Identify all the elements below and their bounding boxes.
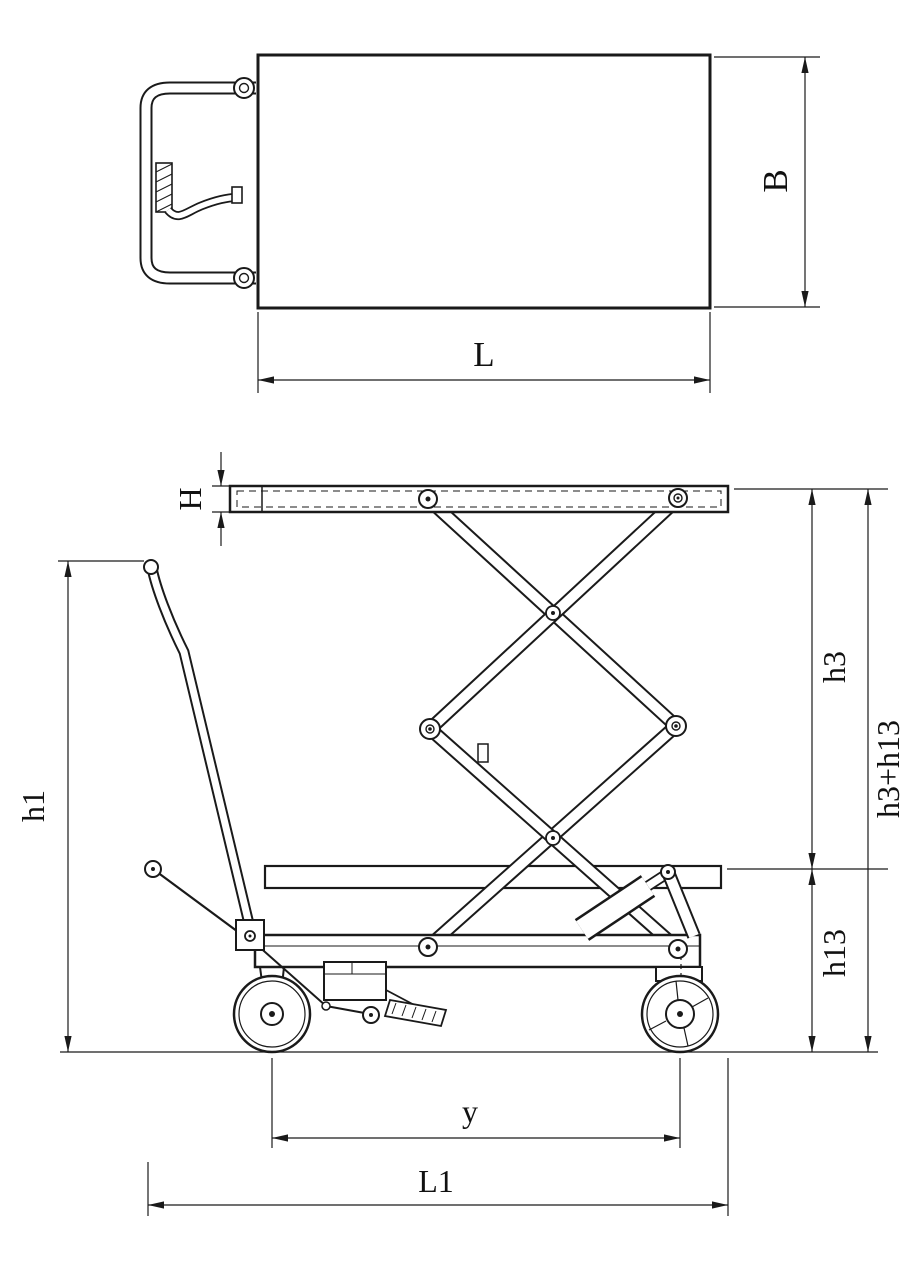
dim-h1	[58, 560, 144, 1052]
dim-B	[714, 56, 820, 308]
dim-L1	[147, 1058, 729, 1216]
limit-stop-detail	[477, 743, 489, 763]
foot-pedal	[383, 998, 448, 1028]
dim-label-L1: L1	[418, 1163, 454, 1199]
dim-label-h3: h3	[816, 651, 852, 683]
dim-label-H: H	[172, 487, 208, 510]
right-wheel	[640, 974, 720, 1054]
dim-label-B: B	[756, 169, 795, 192]
dim-y	[271, 1058, 681, 1148]
pump-and-pedal	[255, 943, 448, 1028]
dim-label-h3-plus-h13: h3+h13	[870, 720, 906, 818]
dim-label-L: L	[473, 335, 494, 374]
dim-label-h1: h1	[15, 790, 51, 822]
handle-side-view	[143, 559, 265, 951]
hydraulic-cylinder	[574, 864, 701, 941]
dim-h3-h13	[727, 488, 888, 1052]
platform-plate-top-view	[256, 53, 712, 310]
side-view: H h1 h3 h3+h13 h13 y	[15, 452, 906, 1216]
platform-side-view	[228, 484, 730, 514]
handle-brackets	[233, 77, 255, 289]
pivot-joints	[418, 488, 688, 959]
handle-tip	[143, 559, 159, 575]
release-rod	[152, 868, 250, 941]
grip-lever	[155, 162, 243, 221]
left-wheel	[232, 974, 312, 1054]
base-frame	[253, 933, 703, 1009]
handle-bracket	[235, 919, 265, 951]
top-view: B L	[139, 53, 820, 393]
dim-H	[212, 452, 230, 546]
dim-label-h13: h13	[816, 929, 852, 977]
dim-label-y: y	[462, 1093, 478, 1129]
handle-top-view	[139, 81, 256, 285]
dim-L	[257, 312, 711, 393]
